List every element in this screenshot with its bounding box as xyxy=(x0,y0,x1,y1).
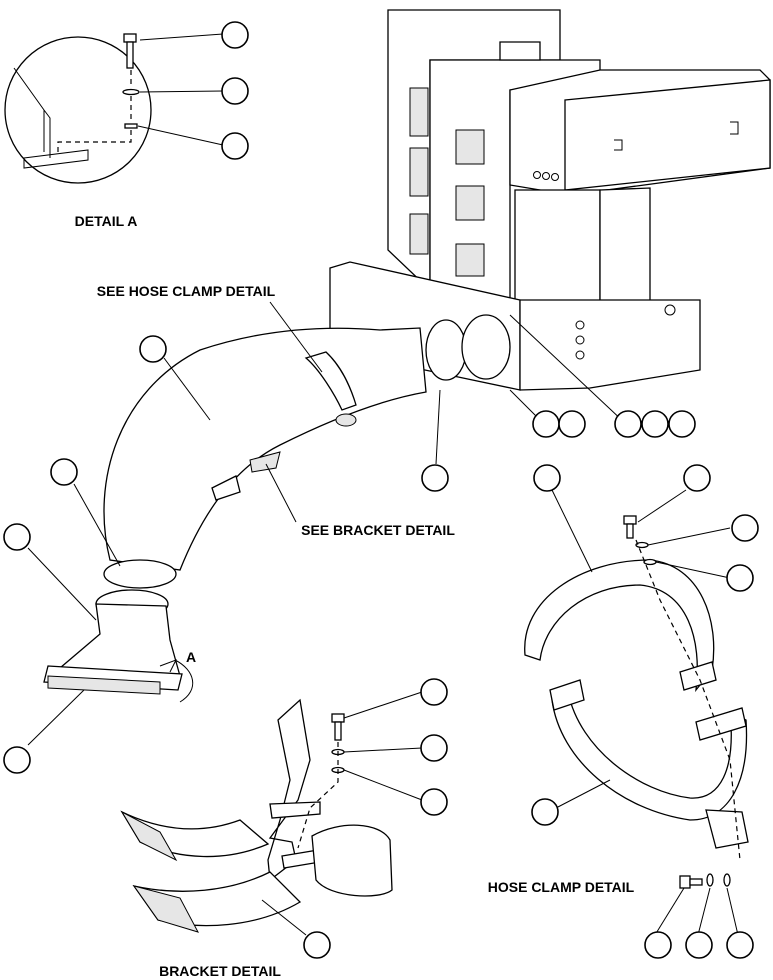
view-arrow-a: A xyxy=(186,649,196,665)
callout-balloon xyxy=(50,458,78,486)
callout-balloons xyxy=(3,21,759,959)
callout-balloon xyxy=(731,514,759,542)
hose-clamp-detail-label: HOSE CLAMP DETAIL xyxy=(488,879,635,895)
detail-a-view: DETAIL A xyxy=(4,33,224,229)
callout-balloon xyxy=(641,410,669,438)
see-hose-clamp-detail-label: SEE HOSE CLAMP DETAIL xyxy=(97,283,276,299)
detail-a-label: DETAIL A xyxy=(75,213,138,229)
callout-balloon xyxy=(726,564,754,592)
hose-clamp-detail-view: HOSE CLAMP DETAIL xyxy=(488,515,749,895)
callout-balloon xyxy=(421,464,449,492)
callout-balloon xyxy=(221,21,249,49)
callout-leaders xyxy=(27,314,739,936)
callout-balloon xyxy=(533,464,561,492)
bracket-detail-label: BRACKET DETAIL xyxy=(159,963,281,979)
callout-balloon xyxy=(139,335,167,363)
callout-balloon xyxy=(3,523,31,551)
callout-balloon xyxy=(3,746,31,774)
callout-balloon xyxy=(303,931,331,959)
callout-balloon xyxy=(531,798,559,826)
callout-balloon xyxy=(644,931,672,959)
callout-balloon xyxy=(558,410,586,438)
see-bracket-detail-label: SEE BRACKET DETAIL xyxy=(301,522,455,538)
callout-balloon xyxy=(726,931,754,959)
callout-balloon xyxy=(614,410,642,438)
callout-balloon xyxy=(668,410,696,438)
callout-balloon xyxy=(221,132,249,160)
callout-balloon xyxy=(221,77,249,105)
bracket-detail-view: BRACKET DETAIL xyxy=(120,698,393,979)
callout-balloon xyxy=(532,410,560,438)
callout-balloon xyxy=(683,464,711,492)
callout-balloon xyxy=(685,931,713,959)
air-intake-duct: A xyxy=(43,314,511,703)
callout-balloon xyxy=(420,788,448,816)
callout-balloon xyxy=(420,734,448,762)
callout-balloon xyxy=(420,678,448,706)
